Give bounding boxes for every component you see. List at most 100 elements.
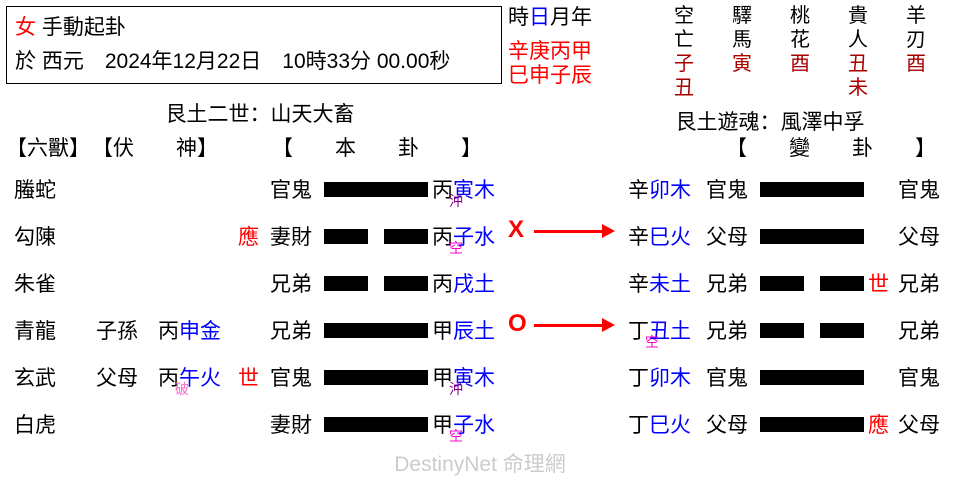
changed-ganzhi-1-text-branch: 巳 xyxy=(649,226,670,249)
shensha-name-0-top: 空 xyxy=(674,5,694,27)
changed-liuqin-2: 兄弟 xyxy=(706,273,748,296)
shensha-name-bottom-row: 亡 馬 花 人 刃 xyxy=(655,28,945,52)
shensha-name-1-top: 驛 xyxy=(732,5,752,27)
gender-method-line: 女 手動起卦 xyxy=(15,11,493,45)
changed-liuqin-3: 兄弟 xyxy=(706,320,748,343)
shensha-value-2-bottom xyxy=(771,76,829,100)
shensha-name-0-bottom: 亡 xyxy=(674,29,694,51)
main-ganzhi-5-text-annotation: 空 xyxy=(449,428,463,444)
changed-yao-line-1 xyxy=(760,229,864,244)
changed-ganzhi-3-text-element: 土 xyxy=(670,320,691,343)
shensha-value-3-bottom: 未 xyxy=(848,77,868,99)
column-header-changed-hexagram: 【 變 卦 】 xyxy=(726,137,936,160)
changed-ganzhi-1-text-stem: 辛 xyxy=(628,226,649,249)
main-ganzhi-5-text-stem: 甲 xyxy=(432,414,453,437)
gender-label: 女 xyxy=(15,16,36,39)
fushen-relation-4: 父母 xyxy=(96,367,138,390)
changed-ganzhi-3-text: 丁丑土空 xyxy=(628,315,691,349)
changed-ganzhi-5-text: 丁巳火 xyxy=(628,409,691,439)
main-ganzhi-2-text-branch: 戌 xyxy=(453,273,474,296)
transform-arrow-head xyxy=(602,224,615,238)
main-ganzhi-0-text: 丙寅木沖 xyxy=(432,174,495,208)
changed-ganzhi-1-text: 辛巳火 xyxy=(628,221,691,251)
changed-ganzhi-1: 辛巳火 xyxy=(628,221,691,251)
changed-ganzhi-2: 辛未土 xyxy=(628,268,691,298)
main-ganzhi-0-text-stem: 丙 xyxy=(432,179,453,202)
method-label: 手動起卦 xyxy=(41,16,126,39)
main-ganzhi-1-text: 丙子水空 xyxy=(432,221,495,255)
main-ganzhi-3: 甲辰土 xyxy=(432,315,495,345)
shensha-name-2-top: 桃 xyxy=(790,5,810,27)
watermark: DestinyNet 命理網 xyxy=(394,453,566,476)
main-liuqin-2: 兄弟 xyxy=(270,273,312,296)
fushen-relation-3: 子孫 xyxy=(96,320,138,343)
main-ganzhi-1-text-branch: 子 xyxy=(453,226,474,249)
moving-yang-marker-3: O xyxy=(508,311,620,339)
changed-yao-line-3 xyxy=(760,323,864,338)
changed-ganzhi-0-text: 辛卯木 xyxy=(628,174,691,204)
main-ganzhi-3-text: 甲辰土 xyxy=(432,315,495,345)
shensha-value-bottom-row: 丑 未 xyxy=(655,76,945,100)
changed-yao-line-5 xyxy=(760,417,864,432)
shensha-value-top-row: 子 寅 酉 丑 酉 xyxy=(655,52,945,76)
changed-hexagram-title: 艮土遊魂：風澤中孚 xyxy=(675,111,865,134)
main-ganzhi-4-text-element: 木 xyxy=(474,367,495,390)
shensha-name-1-bottom: 馬 xyxy=(732,29,752,51)
four-pillars: 時日月年 辛庚丙甲 巳申子辰 xyxy=(508,4,628,88)
fushen-ganzhi-3-text: 丙申金 xyxy=(158,315,221,345)
calendar-label: 於 西元 xyxy=(15,50,84,73)
changed-ganzhi-5-text-element: 火 xyxy=(670,414,691,437)
datetime-value: 2024年12月22日 10時33分 00.00秒 xyxy=(104,50,451,73)
six-beast-label-5: 白虎 xyxy=(14,414,56,437)
shensha-table: 空 驛 桃 貴 羊 亡 馬 花 人 刃 子 寅 酉 丑 酉 丑 xyxy=(655,4,955,100)
changed-ganzhi-0-text-branch: 卯 xyxy=(649,179,670,202)
changed-ganzhi-4-text-stem: 丁 xyxy=(628,367,649,390)
main-ganzhi-1: 丙子水空 xyxy=(432,221,495,255)
shensha-value-1-bottom xyxy=(713,76,771,100)
shensha-value-3-top: 丑 xyxy=(848,53,868,75)
main-yao-line-3 xyxy=(324,323,428,338)
yao-row: 玄武父母丙午火破世官鬼甲寅木沖丁卯木官鬼官鬼 xyxy=(0,352,960,399)
changed-liuqin-1: 父母 xyxy=(706,226,748,249)
transform-arrow-head xyxy=(602,318,615,332)
main-yao-line-1 xyxy=(324,229,428,244)
main-ganzhi-5-text-element: 水 xyxy=(474,414,495,437)
main-yao-line-4 xyxy=(324,370,428,385)
main-liuqin-3: 兄弟 xyxy=(270,320,312,343)
fushen-ganzhi-4-text-branch: 午 xyxy=(179,367,200,390)
six-beast-label-0: 螣蛇 xyxy=(14,179,56,202)
main-ganzhi-4-text-branch: 寅 xyxy=(453,367,474,390)
pillar-label-hour: 時 xyxy=(508,6,529,29)
shensha-name-4-top: 羊 xyxy=(906,5,926,27)
changed-ganzhi-1-text-element: 火 xyxy=(670,226,691,249)
main-liuqin-1: 妻財 xyxy=(270,226,312,249)
changed-ganzhi-3-text-stem: 丁 xyxy=(628,320,649,343)
changed-ganzhi-2-text: 辛未土 xyxy=(628,268,691,298)
shensha-name-2-bottom: 花 xyxy=(790,29,810,51)
main-ganzhi-5-text-branch: 子 xyxy=(453,414,474,437)
main-ganzhi-4-text: 甲寅木沖 xyxy=(432,362,495,396)
pillar-branches: 巳申子辰 xyxy=(508,64,592,87)
main-ganzhi-1-text-element: 水 xyxy=(474,226,495,249)
shensha-name-3-top: 貴 xyxy=(848,5,868,27)
shi-ying-marker-right-2: 世 xyxy=(868,273,889,296)
yao-row: 螣蛇官鬼丙寅木沖辛卯木官鬼官鬼 xyxy=(0,164,960,211)
fushen-ganzhi-3: 丙申金 xyxy=(158,315,221,345)
changed-ganzhi-5-text-stem: 丁 xyxy=(628,414,649,437)
query-info-box: 女 手動起卦 於 西元 2024年12月22日 10時33分 00.00秒 xyxy=(6,6,502,84)
shensha-name-4-bottom: 刃 xyxy=(906,29,926,51)
shensha-value-0-top: 子 xyxy=(674,53,694,75)
main-ganzhi-5: 甲子水空 xyxy=(432,409,495,443)
changed-yao-line-2 xyxy=(760,276,864,291)
six-beast-label-3: 青龍 xyxy=(14,320,56,343)
changed-ganzhi-3-text-annotation: 空 xyxy=(645,334,659,350)
column-header-main-hexagram: 【 本 卦 】 xyxy=(272,137,482,160)
six-beast-label-4: 玄武 xyxy=(14,367,56,390)
shensha-name-top-row: 空 驛 桃 貴 羊 xyxy=(655,4,945,28)
changed-yao-line-4 xyxy=(760,370,864,385)
changed-liuqin-outer-2: 兄弟 xyxy=(898,273,940,296)
changed-ganzhi-4: 丁卯木 xyxy=(628,362,691,392)
main-ganzhi-2-text: 丙戌土 xyxy=(432,268,495,298)
changed-liuqin-5: 父母 xyxy=(706,414,748,437)
